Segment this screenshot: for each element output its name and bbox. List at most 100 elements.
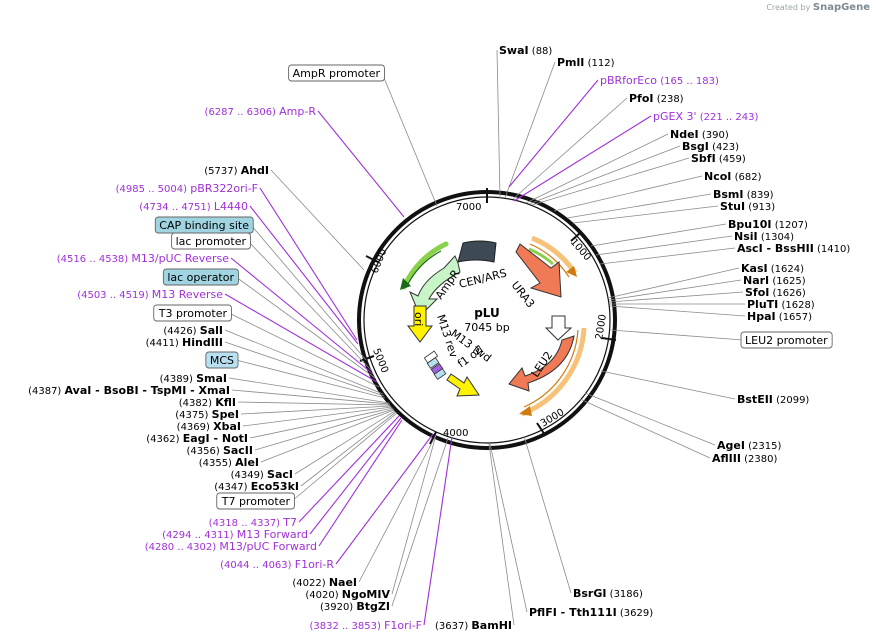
enzyme-label-alei: (4355) AleI bbox=[199, 456, 259, 469]
feature-box-lac-operator bbox=[162, 268, 239, 286]
enzyme-label-ndei: NdeI (390) bbox=[670, 128, 729, 141]
tick-label-7000: 7000 bbox=[456, 202, 481, 213]
feature-cen-ars bbox=[457, 240, 497, 263]
enzyme-label-bpu10i: Bpu10I (1207) bbox=[728, 218, 808, 231]
leader-line-hpai bbox=[609, 305, 746, 317]
enzyme-label-nari: NarI (1625) bbox=[743, 274, 806, 287]
enzyme-label-smai: (4389) SmaI bbox=[160, 372, 227, 385]
feature-box-label-t7-promoter: T7 promoter bbox=[221, 495, 291, 508]
feature-ori bbox=[407, 305, 433, 343]
feature-arc-orange-1-inner bbox=[529, 243, 570, 278]
leader-line-nari bbox=[608, 279, 742, 301]
leader-line-swai bbox=[496, 49, 501, 199]
leader-line-kfli bbox=[237, 401, 391, 406]
leader-line-pbr322ori-f bbox=[259, 187, 358, 341]
leader-line-f1ori-r bbox=[335, 433, 434, 565]
primer-label-f1ori-r: (4044 .. 4063) F1ori-R bbox=[220, 558, 334, 571]
leader-line-bsteii bbox=[600, 370, 736, 400]
leader-line-nsii bbox=[595, 235, 733, 256]
leader-line-lac-promoter bbox=[247, 240, 373, 372]
enzyme-label-asci: AscI - BssHII (1410) bbox=[737, 242, 850, 255]
feature-box-label-lac-promoter: lac promoter bbox=[176, 235, 247, 248]
feature-box-ampr-promoter bbox=[288, 64, 385, 82]
leader-line-m13-puc-reverse bbox=[230, 257, 374, 375]
leader-line-m13-puc-forward bbox=[318, 419, 403, 547]
feature-arc-green-inner bbox=[407, 250, 442, 285]
leader-line-hindiii bbox=[224, 341, 385, 397]
enzyme-label-btgzi: (3920) BtgZI bbox=[320, 600, 390, 613]
leader-line-eco53ki bbox=[300, 411, 397, 487]
primer-label-pbrforeco: pBRforEco (165 .. 183) bbox=[600, 74, 719, 87]
leader-line-t7 bbox=[298, 415, 400, 523]
feature-box-t3-promoter bbox=[153, 304, 232, 322]
arrowhead-orange-2-icon bbox=[519, 406, 532, 416]
enzyme-label-pmli: PmlI (112) bbox=[557, 56, 615, 69]
leader-line-sacii bbox=[254, 408, 395, 451]
enzyme-label-agei: AgeI (2315) bbox=[717, 439, 781, 452]
feature-white-arrow bbox=[544, 315, 573, 341]
enzyme-label-sbfi: SbfI (459) bbox=[691, 152, 746, 165]
leader-line-amp-r bbox=[317, 110, 405, 218]
enzyme-label-xbai: (4369) XbaI bbox=[177, 420, 241, 433]
leader-line-mcs bbox=[235, 359, 386, 399]
enzyme-label-bamhi: (3637) BamHI bbox=[435, 619, 512, 632]
enzyme-label-kasi: KasI (1624) bbox=[741, 262, 804, 275]
feature-box-label-lac-operator: lac operator bbox=[167, 271, 234, 284]
enzyme-label-afliii: AflIII (2380) bbox=[712, 452, 777, 465]
backbone-inner bbox=[363, 196, 611, 444]
tick-label-2000: 2000 bbox=[594, 314, 609, 341]
leader-line-ahdi bbox=[270, 169, 365, 271]
tick-label-3000: 3000 bbox=[539, 407, 566, 430]
feature-label-ura3: URA3 bbox=[509, 279, 538, 310]
feature-box-label-mcs: MCS bbox=[210, 354, 234, 367]
enzyme-label-eagi: (4362) EagI - NotI bbox=[146, 432, 248, 445]
feature-arc-orange-2-inner bbox=[523, 329, 579, 408]
enzyme-label-hpai: HpaI (1657) bbox=[747, 310, 812, 323]
primer-label-pbr322ori-f: (4985 .. 5004) pBR322ori-F bbox=[116, 182, 258, 195]
enzyme-label-pflfi: PflFI - Tth111I (3629) bbox=[529, 606, 653, 619]
leader-line-t7-promoter bbox=[291, 412, 398, 502]
primer-label-t7: (4318 .. 4337) T7 bbox=[209, 516, 297, 529]
leader-line-saci bbox=[294, 410, 396, 475]
leader-line-sbfi bbox=[531, 157, 690, 206]
leader-line-afliii bbox=[579, 398, 711, 459]
enzyme-label-bsrgi: BsrGI (3186) bbox=[573, 587, 643, 600]
leader-line-pbrforeco bbox=[508, 79, 599, 188]
feature-box-label-ampr-promoter: AmpR promoter bbox=[293, 67, 381, 80]
enzyme-label-kfli: (4382) KflI bbox=[179, 396, 236, 409]
feature-box-label-t3-promoter: T3 promoter bbox=[158, 307, 228, 320]
enzyme-label-bsmi: BsmI (839) bbox=[713, 188, 774, 201]
leader-line-l4440 bbox=[249, 205, 359, 345]
tick-label-6000: 6000 bbox=[370, 247, 390, 275]
enzyme-label-bsteii: BstEII (2099) bbox=[737, 393, 809, 406]
feature-box-leu2-promoter bbox=[740, 331, 833, 349]
leader-line-stui bbox=[572, 205, 719, 224]
site-labels: SwaI (88)PmlI (112)pBRforEco (165 .. 183… bbox=[28, 44, 850, 632]
leader-line-bsrgi bbox=[523, 435, 572, 594]
leader-line-bamhi bbox=[488, 443, 515, 626]
leader-line-alei bbox=[260, 409, 395, 463]
plasmid-name: pLU bbox=[474, 306, 500, 320]
feature-leu2 bbox=[508, 335, 575, 392]
arrowhead-green-icon bbox=[400, 278, 411, 290]
feature-arc-orange-2 bbox=[521, 327, 587, 417]
feature-arc-green-2 bbox=[528, 247, 555, 266]
enzyme-label-ahdi: (5737) AhdI bbox=[204, 164, 269, 177]
leader-line-pfoi bbox=[512, 97, 628, 200]
mcs-cluster bbox=[423, 350, 447, 380]
enzyme-label-sfoi: SfoI (1626) bbox=[745, 286, 806, 299]
enzyme-label-sacii: (4356) SacII bbox=[186, 444, 253, 457]
feature-box-cap-binding-site bbox=[154, 216, 254, 234]
enzyme-label-ncoi: NcoI (682) bbox=[704, 170, 762, 183]
leader-line-agei bbox=[584, 392, 716, 446]
leader-line-avai bbox=[231, 389, 391, 405]
feature-label-cen-ars: CEN/ARS bbox=[458, 267, 508, 291]
feature-box-mcs bbox=[205, 351, 239, 369]
leader-line-m13-forward bbox=[309, 417, 402, 535]
branding-prefix: Created by bbox=[766, 3, 811, 12]
arrowhead-orange-1-icon bbox=[566, 266, 577, 277]
leader-lines bbox=[224, 49, 746, 626]
leader-line-kasi bbox=[607, 267, 740, 299]
primer-label-m13-forward: (4294 .. 4311) M13 Forward bbox=[162, 528, 308, 541]
leader-line-eagi bbox=[249, 407, 394, 439]
